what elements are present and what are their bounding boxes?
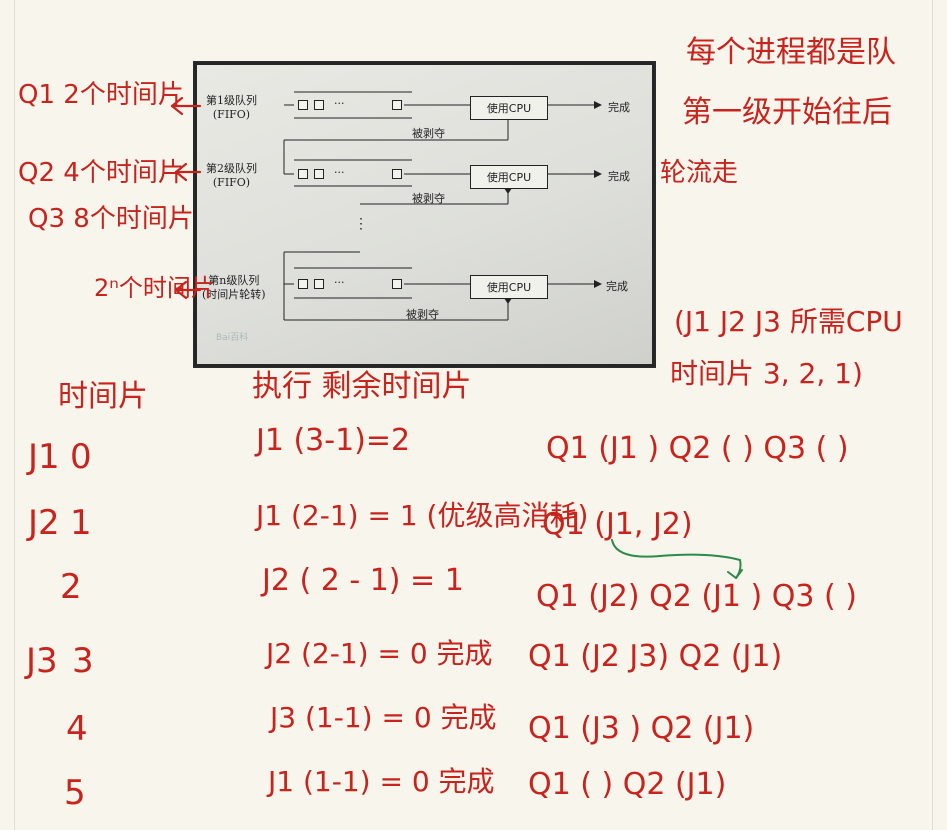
preempted-label: 被剥夺 xyxy=(412,127,445,140)
row-exec: J1 (3-1)=2 xyxy=(256,423,411,458)
row-queues: Q1 (J1, J2) xyxy=(542,507,693,542)
queue-slot xyxy=(298,169,308,179)
row-queues: Q1 (J2 J3) Q2 (J1) xyxy=(528,639,783,674)
row-queues: Q1 ( ) Q2 (J1) xyxy=(528,767,727,802)
qn-annotation: 2ⁿ个时间片 xyxy=(94,274,215,302)
row-arrival: J1 xyxy=(28,437,60,477)
use-cpu-box: 使用CPU xyxy=(470,165,548,189)
done-label: 完成 xyxy=(608,170,630,183)
margin-line-left xyxy=(14,0,15,830)
queue-slot xyxy=(314,279,324,289)
row-exec: J3 (1-1) = 0 完成 xyxy=(270,701,497,734)
level-1-label: 第1级队列(FIFO) xyxy=(206,94,257,121)
queue-diagram-photo: 第1级队列(FIFO) 第2级队列(FIFO) 第n级队列(时间片轮转) ···… xyxy=(193,61,656,368)
vertical-ellipsis: ⋮ xyxy=(354,216,368,232)
row-queues: Q1 (J3 ) Q2 (J1) xyxy=(528,711,755,746)
watermark: Bai百科 xyxy=(216,333,249,343)
q1-annotation: Q1 2个时间片 xyxy=(18,80,184,110)
queue-slot xyxy=(392,100,402,110)
jobs-need-line-2: 时间片 3, 2, 1) xyxy=(670,357,863,390)
done-label: 完成 xyxy=(608,101,630,114)
row-arrival: J2 xyxy=(28,503,60,543)
note-line-1: 每个进程都是队 xyxy=(686,35,896,70)
done-label: 完成 xyxy=(606,280,628,293)
header-execute: 执行 剩余时间片 xyxy=(252,369,472,404)
row-exec: J1 (2-1) = 1 (优级高消耗) xyxy=(256,499,589,532)
row-slice: 0 xyxy=(70,437,92,477)
q2-annotation: Q2 4个时间片 xyxy=(18,158,184,188)
queue-slot xyxy=(298,100,308,110)
row-slice: 1 xyxy=(70,503,92,543)
note-line-2: 第一级开始往后 xyxy=(682,95,892,130)
queue-slot xyxy=(298,279,308,289)
row-queues: Q1 (J2) Q2 (J1 ) Q3 ( ) xyxy=(536,579,857,614)
header-time-slice: 时间片 xyxy=(58,379,148,414)
level-2-label: 第2级队列(FIFO) xyxy=(206,162,257,189)
row-queues: Q1 (J1 ) Q2 ( ) Q3 ( ) xyxy=(546,431,849,466)
row-slice: 5 xyxy=(64,773,86,813)
level-n-label: 第n级队列(时间片轮转) xyxy=(202,274,266,301)
queue-ellipsis: ··· xyxy=(334,166,345,179)
q3-annotation: Q3 8个时间片 xyxy=(28,204,194,234)
preempted-label: 被剥夺 xyxy=(412,192,445,205)
preempted-label: 被剥夺 xyxy=(406,308,439,321)
jobs-need-line-1: (J1 J2 J3 所需CPU xyxy=(674,305,903,338)
queue-slot xyxy=(392,169,402,179)
note-line-3: 轮流走 xyxy=(660,158,739,188)
queue-slot xyxy=(314,169,324,179)
use-cpu-box: 使用CPU xyxy=(470,96,548,120)
row-slice: 2 xyxy=(60,567,82,607)
row-exec: J2 ( 2 - 1) = 1 xyxy=(262,563,464,598)
queue-slot xyxy=(392,279,402,289)
row-slice: 4 xyxy=(66,709,88,749)
row-exec: J1 (1-1) = 0 完成 xyxy=(268,765,495,798)
row-exec: J2 (2-1) = 0 完成 xyxy=(266,637,493,670)
queue-ellipsis: ··· xyxy=(334,97,345,110)
row-slice: 3 xyxy=(72,641,94,681)
use-cpu-box: 使用CPU xyxy=(470,275,548,299)
row-arrival: J3 xyxy=(26,641,58,681)
margin-line-right xyxy=(932,0,933,830)
queue-slot xyxy=(314,100,324,110)
queue-ellipsis: ··· xyxy=(334,276,345,289)
